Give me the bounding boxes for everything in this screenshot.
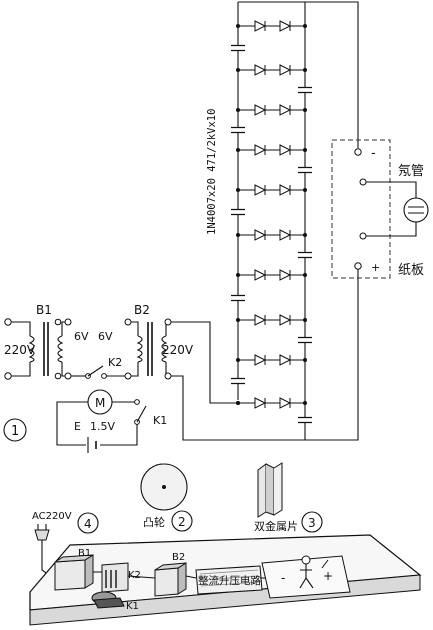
diode-icon (279, 229, 292, 241)
assembly-b2-block (154, 562, 187, 597)
diode-icon (254, 354, 267, 366)
ac-input-label: AC220V (32, 511, 72, 522)
neon-tube-icon (403, 197, 429, 223)
capacitor-icon (230, 44, 246, 52)
paper-board (261, 555, 351, 599)
output-minus: - (371, 146, 376, 161)
transformer-b2-label: B2 (134, 303, 150, 317)
motor-circuit: M K1 E 1.5V (56, 389, 167, 453)
voltage-label-6v-a: 6V (74, 330, 89, 343)
diode-icon (279, 64, 292, 76)
diode-icon (279, 184, 292, 196)
capacitor-icon (230, 208, 246, 216)
diode-icon (254, 397, 267, 409)
capacitor-icon (297, 166, 313, 174)
diode-icon (254, 229, 267, 241)
transformer-b2-icon (131, 318, 172, 380)
assembly-b1-block (54, 554, 94, 591)
output-board: - + (331, 139, 417, 279)
figure-number-4: 4 (84, 517, 92, 531)
multiplier-parts-label: 1N4007x20 471/2kVx10 (206, 109, 218, 235)
transformer-b1-icon (28, 318, 68, 380)
diode-icon (279, 20, 292, 32)
figure-number-1: 1 (11, 424, 19, 439)
battery-voltage-label: 1.5V (90, 420, 115, 433)
diode-icon (254, 184, 267, 196)
diode-chain (236, 20, 307, 409)
paper-board-label: 纸板 (398, 263, 424, 278)
capacitor-icon (297, 86, 313, 94)
capacitor-icon (297, 251, 313, 259)
diode-icon (254, 314, 267, 326)
battery-label: E (74, 420, 81, 433)
transformer-b1-label: B1 (36, 303, 52, 317)
capacitor-icon (230, 126, 246, 134)
input-voltage-label: 220V (4, 343, 36, 357)
cam-icon (140, 463, 188, 511)
output-voltage-label: 220V (162, 343, 194, 357)
diode-icon (279, 144, 292, 156)
assembly-figure: 凸轮 2 双金属片 3 AC220V 4 (29, 462, 422, 626)
diode-icon (279, 354, 292, 366)
diode-icon (279, 269, 292, 281)
capacitor-icon (230, 294, 246, 302)
figure-number-3: 3 (308, 516, 316, 530)
mains-input: 220V (4, 318, 36, 380)
diode-icon (254, 20, 267, 32)
voltage-label-6v-b: 6V (98, 330, 113, 343)
capacitor-icon (230, 377, 246, 385)
diode-icon (279, 104, 292, 116)
diode-icon (279, 314, 292, 326)
diode-icon (279, 397, 292, 409)
bimetal-strip-icon (257, 462, 283, 518)
assembly-k2-label: K2 (128, 570, 141, 581)
neon-tube-label: 氖管 (398, 164, 424, 179)
figure-number-2: 2 (178, 515, 186, 529)
capacitor-chain (230, 44, 313, 424)
capacitor-icon (297, 416, 313, 424)
motor-label: M (95, 396, 105, 410)
switch-k2-label: K2 (108, 356, 122, 369)
low-voltage-link: 6V 6V K2 (64, 318, 132, 380)
diode-icon (254, 144, 267, 156)
rectifier-board (195, 565, 263, 595)
assembly-minus: - (281, 571, 285, 585)
switch-mechanism (91, 562, 129, 609)
plug-icon (34, 524, 57, 581)
rectifier-label: 整流升压电路 (198, 574, 261, 587)
multiplier-ladder (230, 1, 359, 441)
diode-icon (254, 104, 267, 116)
cam-label: 凸轮 (143, 515, 165, 529)
bimetal-label: 双金属片 (254, 519, 298, 533)
diode-icon (254, 269, 267, 281)
diode-icon (254, 64, 267, 76)
assembly-b2-label: B2 (172, 552, 185, 563)
output-plus: + (371, 261, 380, 274)
capacitor-icon (297, 336, 313, 344)
assembly-b1-label: B1 (78, 548, 91, 559)
switch-k1-label: K1 (153, 414, 167, 427)
assembly-plus: + (323, 569, 333, 583)
assembly-k1-label: K1 (126, 601, 139, 612)
schematic-figure-1: 1N4007x20 471/2kVx10 - + 氖管 纸板 220V (3, 1, 429, 453)
